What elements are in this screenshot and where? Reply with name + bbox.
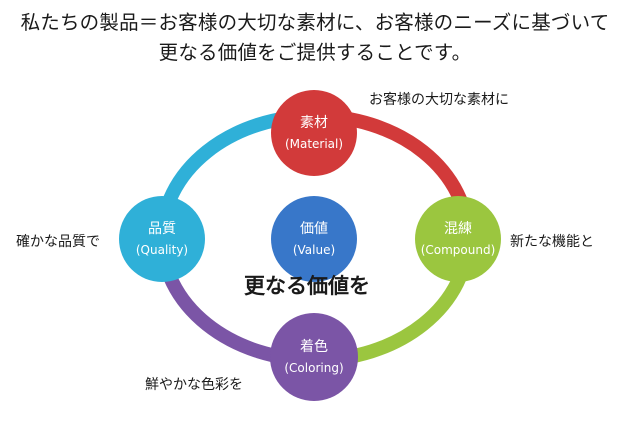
node-quality: 品質 (Quality) [119, 196, 205, 282]
headline-line-2: 更なる価値をご提供することです。 [158, 41, 472, 64]
node-material: 素材 (Material) [271, 90, 357, 176]
node-compound-label: 混練 [444, 220, 472, 237]
node-material-english: (Material) [284, 136, 344, 151]
node-quality-label: 品質 [148, 220, 176, 237]
note-coloring: 鮮やかな色彩を [145, 377, 243, 393]
node-value-english: (Value) [292, 242, 336, 257]
node-compound-english: (Compound) [420, 242, 496, 257]
node-coloring-english: (Coloring) [284, 360, 344, 375]
node-coloring-label: 着色 [300, 338, 328, 355]
note-material: お客様の大切な素材に [369, 92, 509, 108]
headline-line-1: 私たちの製品＝お客様の大切な素材に、お客様のニーズに基づいて [20, 11, 610, 34]
node-compound: 混練 (Compound) [415, 196, 501, 282]
node-material-label: 素材 [300, 114, 328, 131]
node-value-label: 価値 [300, 220, 328, 237]
center-caption: 更なる価値を [244, 274, 370, 298]
headline: 私たちの製品＝お客様の大切な素材に、お客様のニーズに基づいて 更なる価値をご提供… [0, 8, 630, 68]
note-compound: 新たな機能と [510, 234, 594, 250]
node-coloring: 着色 (Coloring) [270, 313, 358, 401]
node-quality-english: (Quality) [135, 242, 189, 257]
node-value-center: 価値 (Value) [271, 196, 357, 282]
note-quality: 確かな品質で [16, 234, 100, 250]
